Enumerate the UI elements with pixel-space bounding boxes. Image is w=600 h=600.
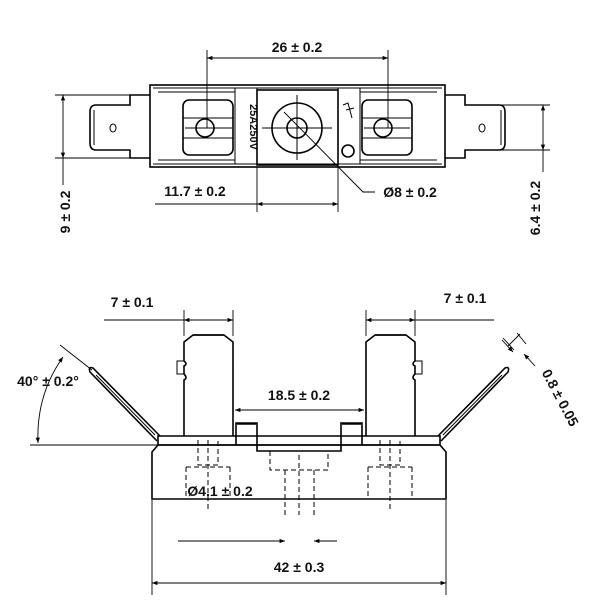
dim-center-hole-label: Ø8 ± 0.2 (383, 184, 437, 200)
side-base-body (151, 444, 447, 500)
right-clip (361, 99, 413, 156)
left-clip (182, 99, 234, 156)
left-tab-hole (109, 123, 117, 133)
dim-left-terminal-label: 7 ± 0.1 (111, 294, 154, 310)
left-tab (89, 94, 150, 159)
certification-mark-icon (341, 144, 355, 158)
top-view: 25A250V 26 ± 0.2 9 ± 0.2 6.4 ± 0.2 11.7 … (55, 39, 550, 235)
dim-spacing-label: 26 ± 0.2 (272, 39, 323, 55)
dim-height-label: 9 ± 0.2 (57, 190, 73, 233)
dim-center-width-label: 11.7 ± 0.2 (164, 183, 226, 199)
side-view: 7 ± 0.1 7 ± 0.1 18.5 ± 0.2 40° ± 0.2° 0.… (17, 290, 582, 595)
dim-terminal-gap-label: 18.5 ± 0.2 (268, 387, 330, 403)
dim-angle-label: 40° ± 0.2° (17, 373, 79, 389)
right-tab (445, 94, 506, 159)
right-tab-hole (478, 123, 486, 133)
rating-marking: 25A250V (247, 104, 259, 151)
base-body (149, 84, 446, 168)
left-terminal (183, 334, 234, 436)
dim-tab-width-label: 6.4 ± 0.2 (527, 181, 543, 236)
dim-overall-length-label: 42 ± 0.3 (274, 559, 325, 575)
right-angled-tab (437, 366, 510, 442)
ul-mark-icon (342, 102, 355, 119)
dim-mount-hole-label: Ø4.1 ± 0.2 (187, 483, 252, 499)
dim-thickness-label: 0.8 ± 0.05 (539, 366, 582, 429)
dim-right-terminal-label: 7 ± 0.1 (444, 290, 487, 306)
right-terminal (365, 334, 416, 436)
